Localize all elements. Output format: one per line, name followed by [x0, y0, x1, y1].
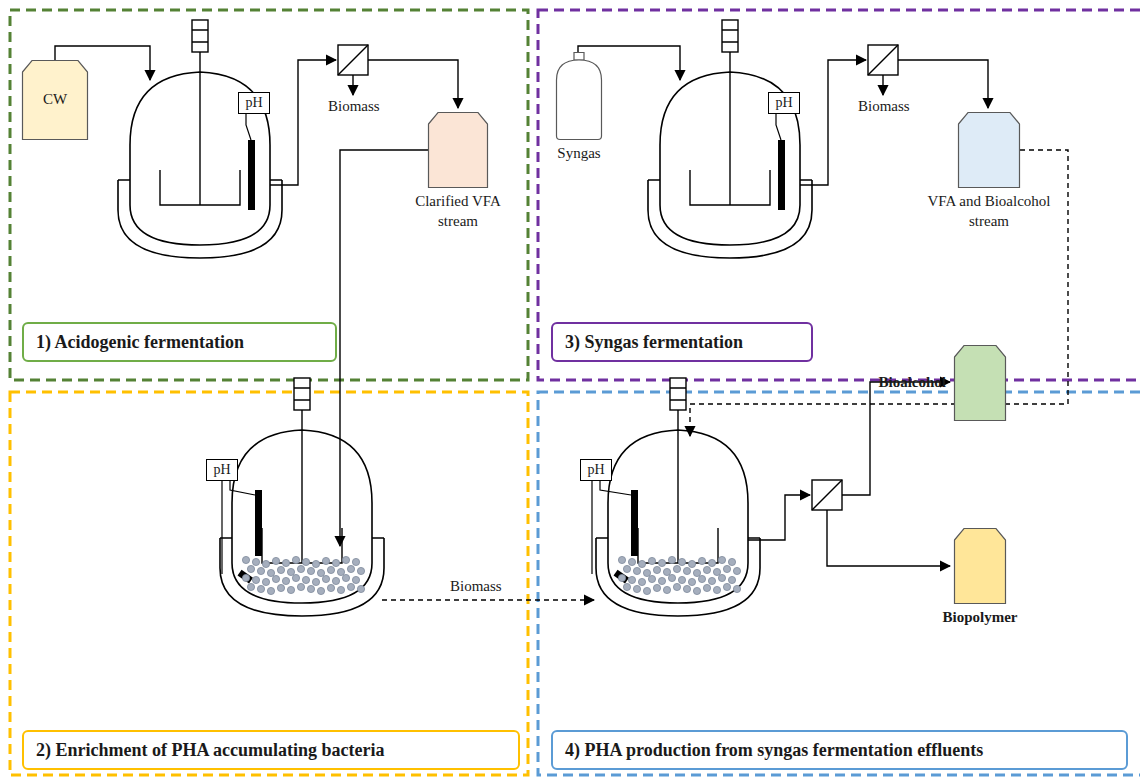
node-text: Syngas: [539, 144, 619, 164]
ph-sensor-box: pH: [580, 459, 612, 481]
gas-cylinder: Syngas: [556, 52, 602, 140]
ph-probe: [778, 140, 785, 210]
ph-probe: [248, 140, 255, 210]
reactor: [648, 20, 812, 258]
region-outline: [538, 10, 1140, 380]
node-text: Clarified VFA stream: [408, 192, 508, 231]
reactor: [118, 20, 282, 258]
shape-outline: [958, 112, 1020, 188]
membrane-filter: [338, 45, 368, 75]
stage-label: 3) Syngas fermentation: [551, 322, 813, 362]
biomass-granules: [242, 556, 740, 594]
storage-tank: VFA and Bioalcohol stream: [958, 112, 1020, 188]
stream-label: Biomass: [856, 98, 912, 115]
node-text: pH: [587, 462, 604, 478]
node-text: Biopolymer: [925, 608, 1035, 628]
reactor: [596, 378, 760, 616]
membrane-filter: [812, 480, 842, 510]
ph-sensor-box: pH: [206, 459, 238, 481]
shape-outline: [428, 112, 488, 188]
shape-outline: [954, 345, 1006, 421]
node-text: pH: [245, 95, 262, 111]
ph-sensor-box: pH: [238, 92, 270, 114]
stream-label: Biomass: [448, 578, 504, 595]
product-tank: Biopolymer: [954, 528, 1006, 604]
node-text: VFA and Bioalcohol stream: [924, 192, 1054, 231]
reactor: [220, 378, 384, 616]
stage-label: 4) PHA production from syngas fermentati…: [551, 730, 1128, 770]
node-text: pH: [213, 462, 230, 478]
node-text: CW: [22, 91, 88, 108]
region-outline: [10, 10, 528, 380]
node-text: 2) Enrichment of PHA accumulating bacter…: [36, 740, 384, 761]
node-text: 1) Acidogenic fermentation: [36, 332, 244, 353]
node-text: Bioalcohol: [878, 374, 946, 391]
product-tank: Bioalcohol: [954, 345, 1006, 421]
node-text: 3) Syngas fermentation: [565, 332, 743, 353]
ph-sensor-box: pH: [768, 92, 800, 114]
ph-probe: [631, 490, 638, 556]
shape-outline: [556, 52, 602, 140]
stage-label: 1) Acidogenic fermentation: [22, 322, 337, 362]
storage-tank: Clarified VFA stream: [428, 112, 488, 188]
membrane-filter: [868, 45, 898, 75]
node-text: pH: [775, 95, 792, 111]
stream-label: Biomass: [326, 98, 382, 115]
shape-outline: [954, 528, 1006, 604]
feed-tank: CW: [22, 60, 88, 140]
node-text: 4) PHA production from syngas fermentati…: [565, 740, 983, 761]
ph-probe: [255, 490, 262, 556]
stage-label: 2) Enrichment of PHA accumulating bacter…: [22, 730, 520, 770]
